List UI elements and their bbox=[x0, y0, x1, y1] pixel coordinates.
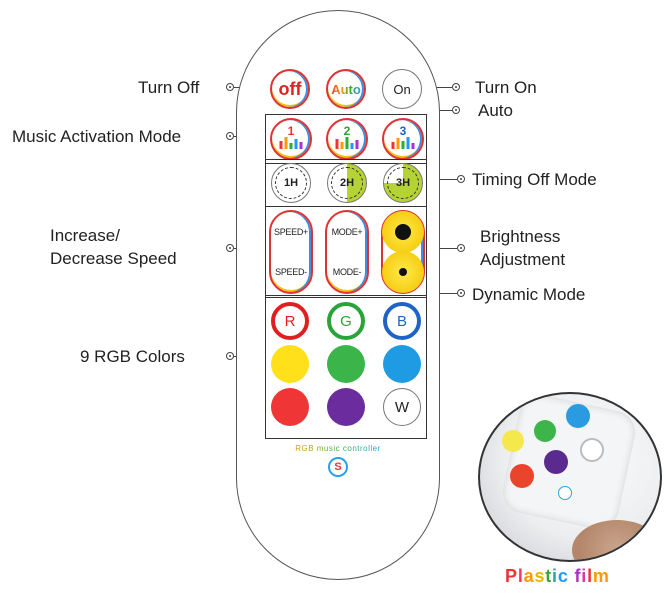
music-mode-3-number: 3 bbox=[399, 124, 407, 138]
photo-yellow-dot bbox=[502, 430, 524, 452]
photo-thumb bbox=[572, 520, 660, 560]
turn-off-label: Turn Off bbox=[138, 78, 200, 97]
timing-pointer-icon bbox=[457, 175, 465, 183]
photo-green-dot bbox=[534, 420, 556, 442]
brightness-leader bbox=[424, 248, 457, 249]
speed-plus-label: SPEED+ bbox=[274, 227, 308, 237]
brightness-down-button[interactable] bbox=[382, 251, 424, 293]
rgb-pointer-icon bbox=[226, 352, 234, 360]
color-blue-button[interactable] bbox=[383, 345, 421, 383]
timer-1h-label: 1H bbox=[283, 177, 299, 189]
auto-button[interactable]: Auto bbox=[326, 69, 366, 109]
color-g-label: G bbox=[340, 312, 352, 330]
on-button-label: On bbox=[393, 81, 411, 97]
timer-3h-label: 3H bbox=[395, 177, 411, 189]
color-r-button[interactable]: R bbox=[271, 302, 309, 340]
brand-text: RGB music controller bbox=[237, 444, 439, 453]
turn-on-pointer-icon bbox=[452, 83, 460, 91]
color-b-button[interactable]: B bbox=[383, 302, 421, 340]
mode-minus-label: MODE- bbox=[332, 267, 362, 277]
color-r-label: R bbox=[284, 312, 296, 330]
brand-logo-icon bbox=[328, 457, 348, 477]
plastic-film-caption: Plastic film bbox=[505, 566, 610, 586]
brightness-up-button[interactable] bbox=[382, 211, 424, 253]
speed-minus-button[interactable]: SPEED- bbox=[271, 254, 311, 290]
music-activation-label: Music Activation Mode bbox=[12, 127, 182, 146]
white-button-label: W bbox=[394, 398, 410, 416]
speed-pointer-icon bbox=[226, 244, 234, 252]
plastic-film-photo bbox=[478, 392, 662, 562]
music-mode-2-number: 2 bbox=[343, 124, 351, 138]
music-mode-2-button[interactable]: 2 bbox=[326, 118, 368, 160]
photo-white-dot bbox=[580, 438, 604, 462]
off-button[interactable]: off bbox=[270, 69, 310, 109]
color-red-button[interactable] bbox=[271, 388, 309, 426]
rgb-colors-label: 9 RGB Colors bbox=[80, 347, 185, 366]
music-mode-1-number: 1 bbox=[287, 124, 295, 138]
auto-label: Auto bbox=[478, 101, 513, 120]
photo-blue-dot bbox=[566, 404, 590, 428]
photo-logo-icon bbox=[558, 486, 572, 500]
speed-label-line2: Decrease Speed bbox=[50, 249, 177, 268]
mode-plus-button[interactable]: MODE+ bbox=[327, 214, 367, 250]
clock-icon bbox=[387, 167, 419, 199]
timer-2h-button[interactable]: 2H bbox=[327, 163, 367, 203]
photo-red-dot bbox=[510, 464, 534, 488]
music-mode-1-button[interactable]: 1 bbox=[270, 118, 312, 160]
off-button-label: off bbox=[278, 78, 302, 99]
turn-off-pointer-icon bbox=[226, 83, 234, 91]
auto-pointer-icon bbox=[452, 106, 460, 114]
mode-plus-label: MODE+ bbox=[331, 227, 363, 237]
clock-icon bbox=[275, 167, 307, 199]
dynamic-mode-label: Dynamic Mode bbox=[472, 285, 586, 304]
timer-2h-label: 2H bbox=[339, 177, 355, 189]
equalizer-icon bbox=[335, 137, 359, 149]
color-group bbox=[265, 295, 427, 439]
photo-purple-dot bbox=[544, 450, 568, 474]
timer-3h-button[interactable]: 3H bbox=[383, 163, 423, 203]
remote-control: off Auto On 1 2 3 1H 2H 3H SPEED+ SPEED- bbox=[236, 10, 440, 580]
color-g-button[interactable]: G bbox=[327, 302, 365, 340]
speed-control-pill bbox=[269, 210, 313, 294]
speed-label-line1: Increase/ bbox=[50, 226, 120, 245]
clock-icon bbox=[331, 167, 363, 199]
music-pointer-icon bbox=[226, 132, 234, 140]
equalizer-icon bbox=[279, 137, 303, 149]
color-purple-button[interactable] bbox=[327, 388, 365, 426]
timing-leader bbox=[424, 179, 457, 180]
mode-control-pill bbox=[325, 210, 369, 294]
dim-sun-icon bbox=[399, 268, 407, 276]
bright-sun-icon bbox=[395, 224, 411, 240]
on-button[interactable]: On bbox=[382, 69, 422, 109]
color-b-label: B bbox=[396, 312, 407, 330]
speed-plus-button[interactable]: SPEED+ bbox=[271, 214, 311, 250]
auto-button-label: Auto bbox=[331, 81, 361, 97]
timer-1h-button[interactable]: 1H bbox=[271, 163, 311, 203]
equalizer-icon bbox=[391, 137, 415, 149]
mode-minus-button[interactable]: MODE- bbox=[327, 254, 367, 290]
dynamic-pointer-icon bbox=[457, 289, 465, 297]
brightness-label-line2: Adjustment bbox=[480, 250, 566, 269]
timing-off-label: Timing Off Mode bbox=[472, 170, 597, 189]
brightness-label-line1: Brightness bbox=[480, 227, 561, 246]
white-button[interactable]: W bbox=[383, 388, 421, 426]
color-green-button[interactable] bbox=[327, 345, 365, 383]
speed-minus-label: SPEED- bbox=[275, 267, 307, 277]
music-mode-3-button[interactable]: 3 bbox=[382, 118, 424, 160]
brightness-pointer-icon bbox=[457, 244, 465, 252]
turn-on-label: Turn On bbox=[475, 78, 537, 97]
speed-mode-group bbox=[265, 206, 427, 298]
color-yellow-button[interactable] bbox=[271, 345, 309, 383]
